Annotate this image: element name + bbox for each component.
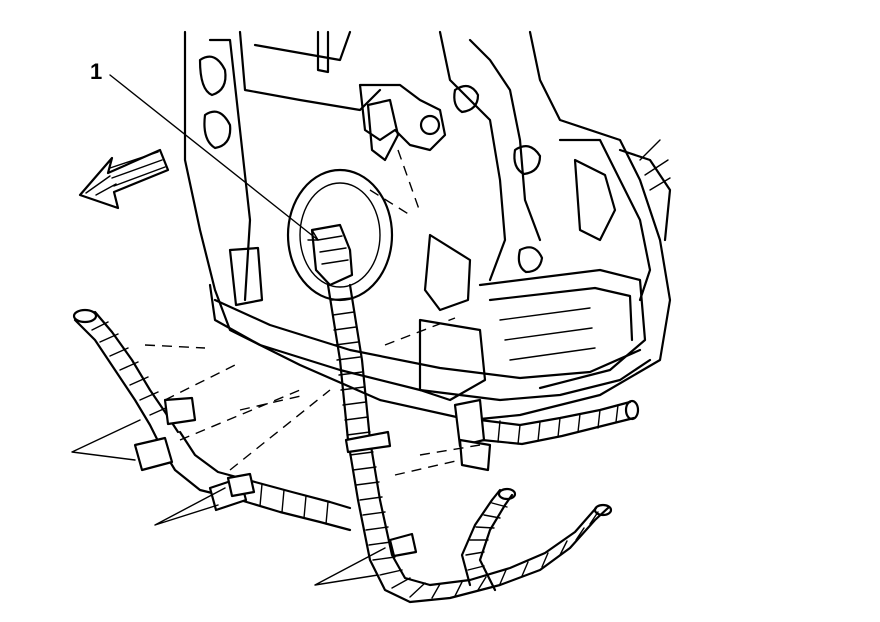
direction-arrow-icon (78, 148, 170, 210)
leader-lines (71, 149, 481, 586)
sensor-connector (310, 223, 354, 287)
wiring-harness-main (326, 283, 613, 604)
callout-1: 1 (90, 59, 319, 241)
callout-1-label: 1 (90, 59, 102, 84)
wiring-harness-right (453, 398, 640, 472)
wiring-harness-left (72, 308, 352, 532)
engine-block (183, 30, 672, 422)
